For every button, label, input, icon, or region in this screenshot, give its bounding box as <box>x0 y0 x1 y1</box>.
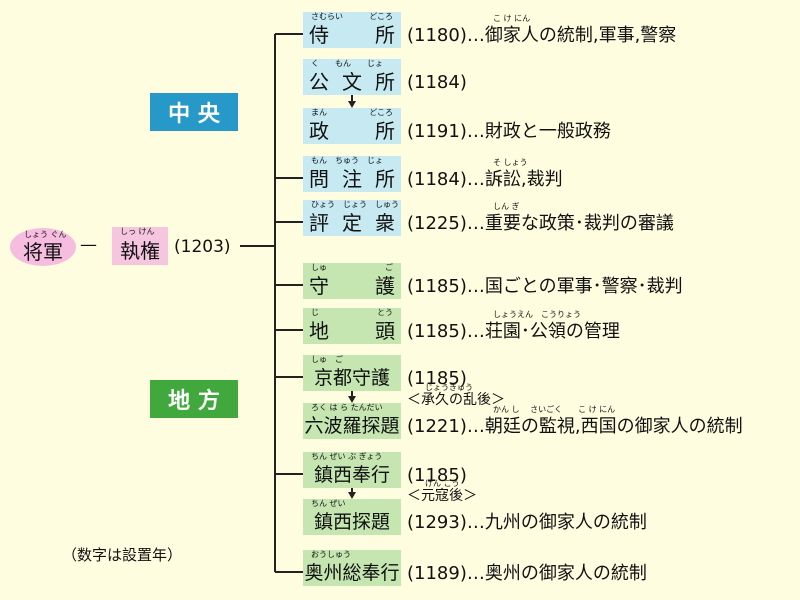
office-box-hyojoshu: ひょう じょう しゅう評定衆 <box>303 200 401 236</box>
office-desc-ruby-rokuhara: かん し さいごく こ け にん <box>493 405 616 414</box>
legend-note: （数字は設置年） <box>62 546 183 564</box>
office-ruby-kumonjo: く もん じょ <box>311 59 383 68</box>
office-desc-kyotoshugo: (1185) <box>407 368 467 389</box>
office-desc-kumonjo: (1184) <box>407 72 467 93</box>
office-char-chinzeitandai: 鎮西探題 <box>313 510 390 533</box>
shikken-ruby: しっ けん <box>120 227 155 236</box>
office-box-oshusobugyo: おうしゅう奥州総奉行 <box>303 550 401 586</box>
office-box-kyotoshugo: しゅ ご京都守護 <box>303 355 401 391</box>
office-char-shugo: 護 <box>375 274 395 298</box>
office-char-mandokoro: 政 <box>309 119 329 143</box>
office-char-chinzeibugyo: 鎮西奉行 <box>313 463 390 486</box>
office-char-samuraidokoro: 所 <box>375 23 395 47</box>
office-char-jito: 頭 <box>375 319 395 343</box>
office-box-jito: じ とう地 頭 <box>303 308 401 344</box>
shikken-text: 執権 <box>120 239 160 263</box>
office-char-shugo: 守 <box>309 274 329 298</box>
office-char-hyojoshu: 衆 <box>375 211 395 235</box>
office-char-jito: 地 <box>309 319 329 343</box>
office-desc-oshusobugyo: (1189)…奥州の御家人の統制 <box>407 563 647 584</box>
office-desc-samuraidokoro: (1180)…御家人の統制,軍事,警察 <box>407 25 677 46</box>
office-char-samuraidokoro: 侍 <box>309 23 329 47</box>
shogun-bubble: しょう ぐん 将軍 <box>10 228 76 266</box>
office-char-mandokoro: 所 <box>375 119 395 143</box>
office-ruby-chinzeibugyo: ちん ぜい ぶ ぎょう <box>311 452 383 461</box>
arrow-head-chinzeitandai <box>348 492 356 499</box>
office-ruby-right-mandokoro: どころ <box>369 108 393 117</box>
office-char-monchujo: 問 <box>309 167 329 191</box>
office-box-mandokoro: まん どころ政 所 <box>303 108 401 144</box>
office-box-chinzeibugyo: ちん ぜい ぶ ぎょう鎮西奉行 <box>303 452 401 488</box>
office-ruby-hyojoshu: ひょう じょう しゅう <box>311 200 399 209</box>
shogun-dash: — <box>80 235 97 255</box>
office-desc-rokuhara: (1221)…朝廷の監視,西国の御家人の統制 <box>407 416 743 437</box>
office-ruby-right-jito: とう <box>377 308 393 317</box>
office-char-kumonjo: 所 <box>375 70 395 94</box>
office-ruby-mandokoro: まん <box>311 108 327 117</box>
shogun-text: 将軍 <box>23 239 63 264</box>
office-desc-jito: (1185)…荘園･公領の管理 <box>407 321 620 342</box>
office-ruby-rokuhara: ろく は ら たんだい <box>311 403 383 412</box>
arrow-head-rokuhara <box>348 396 356 403</box>
office-ruby-right-samuraidokoro: どころ <box>369 12 393 21</box>
office-desc-ruby-samuraidokoro: こ け にん <box>493 14 531 23</box>
office-ruby-chinzeitandai: ちん ぜい <box>311 499 346 508</box>
office-box-samuraidokoro: さむらい どころ侍 所 <box>303 12 401 48</box>
local-label: 地 方 <box>150 380 238 418</box>
office-ruby-right-shugo: ご <box>385 263 393 272</box>
office-desc-ruby-jito: しょうえん こうりょう <box>493 310 581 319</box>
office-box-shugo: しゅ ご守 護 <box>303 263 401 299</box>
office-ruby-jito: じ <box>311 308 319 317</box>
shogun-ruby: しょう ぐん <box>24 230 67 239</box>
office-desc-mandokoro: (1191)…財政と一般政務 <box>407 121 611 142</box>
local-label-text: 地 方 <box>168 389 220 414</box>
office-desc-shugo: (1185)…国ごとの軍事･警察･裁判 <box>407 276 683 297</box>
office-ruby-oshusobugyo: おうしゅう <box>311 550 351 559</box>
office-char-kumonjo: 文 <box>342 70 362 94</box>
arrow-head-mandokoro <box>348 101 356 108</box>
office-char-monchujo: 所 <box>375 167 395 191</box>
office-box-rokuhara: ろく は ら たんだい六波羅探題 <box>303 403 401 439</box>
central-label-text: 中 央 <box>168 102 220 127</box>
office-desc-hyojoshu: (1225)…重要な政策･裁判の審議 <box>407 213 674 234</box>
shikken-year: (1203) <box>174 237 231 257</box>
office-char-oshusobugyo: 奥州総奉行 <box>304 561 400 584</box>
office-char-kyotoshugo: 京都守護 <box>313 366 390 389</box>
office-note-ruby-chinzeitandai: げん こう <box>425 479 460 488</box>
office-box-monchujo: もん ちゅう じょ問注所 <box>303 156 401 192</box>
office-box-kumonjo: く もん じょ公文所 <box>303 59 401 95</box>
office-ruby-shugo: しゅ <box>311 263 327 272</box>
office-ruby-monchujo: もん ちゅう じょ <box>311 156 383 165</box>
office-char-rokuhara: 六波羅探題 <box>304 414 400 437</box>
office-desc-chinzeibugyo: (1185) <box>407 465 467 486</box>
office-desc-chinzeitandai: (1293)…九州の御家人の統制 <box>407 512 647 533</box>
office-note-rokuhara: ＜承久の乱後＞ <box>407 392 505 408</box>
office-note-ruby-rokuhara: じょうきゅう <box>425 383 473 392</box>
office-char-hyojoshu: 定 <box>342 211 362 235</box>
office-desc-monchujo: (1184)…訴訟,裁判 <box>407 169 563 190</box>
office-char-monchujo: 注 <box>342 167 362 191</box>
office-box-chinzeitandai: ちん ぜい鎮西探題 <box>303 499 401 535</box>
office-ruby-kyotoshugo: しゅ ご <box>311 355 343 364</box>
office-char-hyojoshu: 評 <box>309 211 329 235</box>
office-desc-ruby-monchujo: そ しょう <box>493 158 528 167</box>
shikken-box: しっ けん 執権 <box>112 227 168 265</box>
office-char-kumonjo: 公 <box>309 70 329 94</box>
office-ruby-samuraidokoro: さむらい <box>311 12 343 21</box>
central-label: 中 央 <box>150 93 238 131</box>
office-note-chinzeitandai: ＜元寇後＞ <box>407 488 477 504</box>
office-desc-ruby-hyojoshu: しん ぎ <box>493 202 520 211</box>
